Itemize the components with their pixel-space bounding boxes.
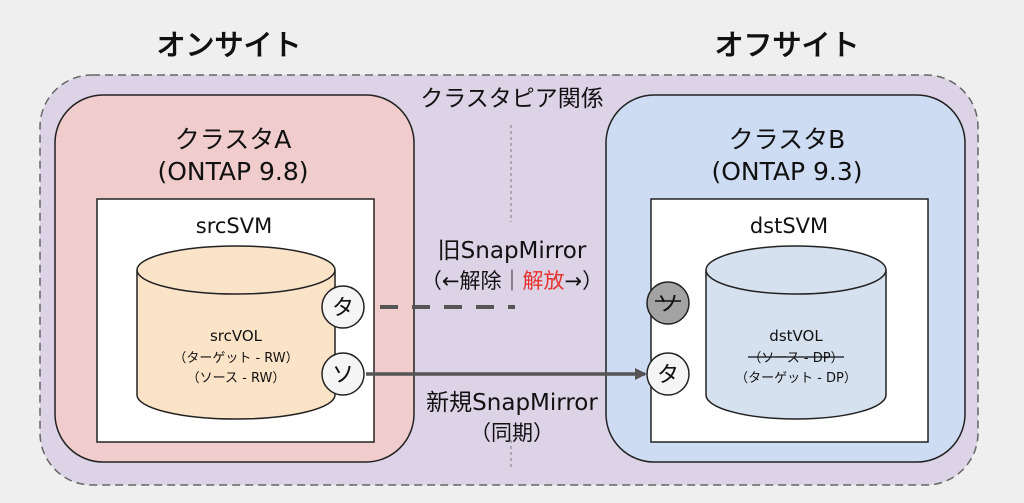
- dst-old-source-badge-label: ソ: [657, 292, 679, 317]
- src-volume-name: srcVOL: [210, 327, 263, 345]
- src-source-badge: ソ: [321, 352, 365, 396]
- dst-target-badge-label: タ: [657, 363, 679, 388]
- src-target-badge: タ: [321, 285, 365, 329]
- cluster-a-version: (ONTAP 9.8): [157, 157, 308, 186]
- src-volume-role-1: （ターゲット - RW）: [173, 351, 298, 366]
- new-snapmirror-mode: （同期）: [470, 421, 554, 445]
- src-svm-label: srcSVM: [196, 214, 272, 238]
- src-target-badge-label: タ: [332, 296, 354, 321]
- peering-label: クラスタピア関係: [420, 86, 604, 112]
- old-snapmirror-title: 旧SnapMirror: [438, 238, 587, 264]
- onsite-heading: オンサイト: [156, 28, 301, 62]
- old-snapmirror-status-suffix: →）: [565, 269, 604, 293]
- src-volume-role-2: （ソース - RW）: [187, 371, 286, 386]
- dst-volume-cylinder: [705, 245, 887, 420]
- dst-old-source-badge: ソ: [646, 281, 690, 325]
- offsite-heading: オフサイト: [714, 28, 859, 62]
- new-snapmirror-title: 新規SnapMirror: [426, 390, 598, 416]
- old-snapmirror-status-highlight: 解放: [523, 269, 565, 293]
- dst-volume-name: dstVOL: [769, 327, 823, 345]
- dst-volume-new-role: （ターゲット - DP）: [735, 371, 857, 386]
- dst-volume-old-role: （ソース - DP）: [748, 351, 843, 366]
- dst-svm-label: dstSVM: [750, 214, 828, 238]
- src-source-badge-label: ソ: [332, 363, 354, 388]
- old-snapmirror-status: （←解除｜解放→）: [421, 269, 603, 293]
- cluster-b-title: クラスタB: [729, 125, 846, 154]
- cluster-b-version: (ONTAP 9.3): [711, 157, 862, 186]
- old-snapmirror-status-prefix: （←解除｜: [421, 269, 523, 293]
- dst-target-badge: タ: [646, 352, 690, 396]
- cluster-a-title: クラスタA: [175, 125, 292, 154]
- src-volume-cylinder: [136, 245, 336, 420]
